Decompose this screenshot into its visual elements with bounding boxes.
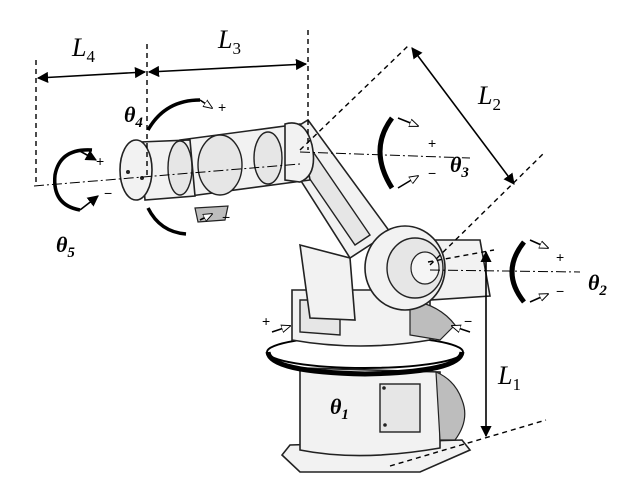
label-L4: L4 [71, 33, 95, 66]
theta4-arrow-bottom [146, 207, 187, 236]
theta5-arrow [52, 148, 93, 212]
turntable [265, 289, 465, 377]
label-theta5: θ5 [56, 232, 75, 261]
label-theta3: θ3 [450, 152, 469, 181]
sign-plus-theta5: + [96, 153, 104, 169]
theta2-arrow [509, 240, 526, 304]
dimension-lines [35, 30, 547, 467]
theta4-arrow-top [146, 98, 201, 131]
sign-plus-theta1: + [262, 313, 270, 329]
rotation-arrows [52, 98, 548, 332]
label-L3: L3 [217, 25, 241, 58]
theta3-arrow [377, 116, 395, 190]
length-labels: L4 L3 L2 L1 [71, 25, 521, 394]
sign-minus-theta5: − [104, 185, 112, 201]
label-theta4: θ4 [124, 102, 143, 131]
L2-dimension [411, 47, 515, 185]
sign-plus-theta4: + [218, 99, 226, 115]
sign-minus-theta4: − [222, 209, 230, 225]
label-L1: L1 [497, 361, 521, 394]
shoulder-joint [364, 225, 491, 311]
sign-plus-theta2: + [556, 249, 564, 265]
sign-minus-theta3: − [428, 165, 436, 181]
label-L2: L2 [477, 81, 501, 114]
sign-labels: + − + − + − + − + − [96, 99, 564, 329]
sign-minus-theta1: − [464, 313, 472, 329]
axis-lines [33, 151, 581, 273]
L4-dimension [36, 66, 147, 84]
robot-base [280, 367, 472, 473]
L3-dimension [147, 58, 308, 78]
joint-labels: θ4 θ5 θ3 θ2 θ1 [56, 102, 607, 423]
sign-minus-theta2: − [556, 283, 564, 299]
label-theta2: θ2 [588, 270, 607, 299]
forearm [179, 122, 315, 197]
label-theta1: θ1 [330, 394, 349, 423]
sign-plus-theta3: + [428, 135, 436, 151]
